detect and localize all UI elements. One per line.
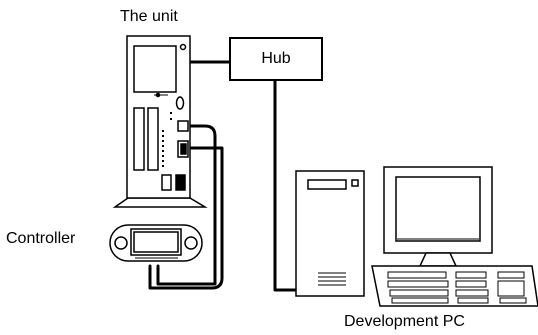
unit-port-bottom-2 <box>176 175 185 190</box>
unit-oval-button <box>177 97 184 109</box>
unit-upper-panel <box>134 46 176 92</box>
unit-base <box>115 198 205 207</box>
cable-hub-to-pc <box>275 81 295 290</box>
unit-port-lan-inner <box>181 144 186 154</box>
dev-pc-drive-bay <box>308 180 346 189</box>
unit-port-usb <box>178 121 188 131</box>
controller-device <box>110 225 202 261</box>
unit-drive-slot <box>134 108 144 170</box>
unit-indicator-dot <box>157 94 160 97</box>
unit-drive-slot-2 <box>148 108 158 170</box>
monitor-screen <box>396 177 480 241</box>
dev-pc-tower <box>296 171 364 296</box>
unit-port-bottom-1 <box>162 175 171 190</box>
dev-pc-keyboard <box>372 266 538 306</box>
controller-screen-inner <box>134 232 178 252</box>
the-unit-label: The unit <box>120 8 178 26</box>
controller-dpad <box>115 237 127 249</box>
dev-pc-led <box>352 180 358 186</box>
controller-buttons <box>185 237 197 249</box>
monitor-stand <box>420 253 456 266</box>
unit-power-led <box>181 45 186 50</box>
controller-label: Controller <box>6 230 75 248</box>
dev-pc-monitor <box>384 167 492 266</box>
development-pc-label: Development PC <box>344 313 465 331</box>
hub-label: Hub <box>230 38 322 80</box>
